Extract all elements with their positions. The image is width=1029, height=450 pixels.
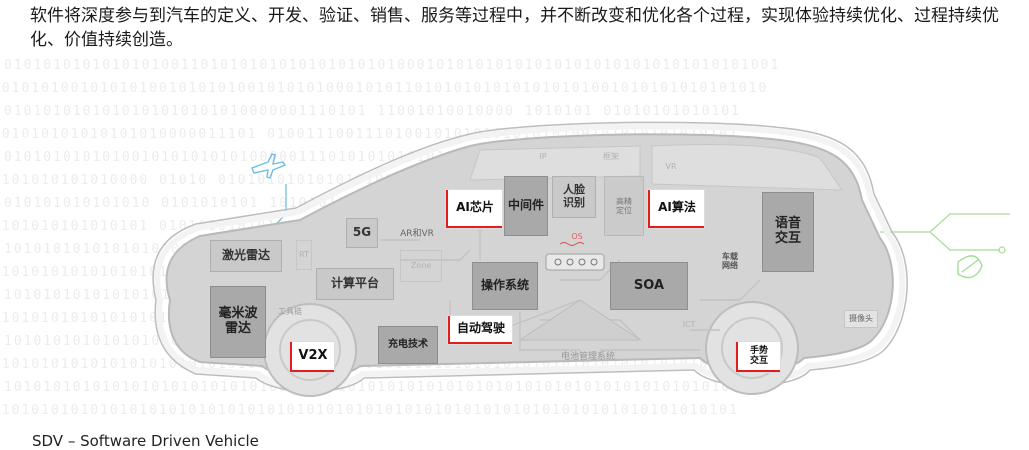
zone-label: Zone	[400, 250, 442, 282]
toolchain-label: 工具链	[278, 307, 302, 317]
binary-row: 1010101001010101001010101001010101000101…	[0, 81, 769, 96]
rt-label: RT	[296, 240, 312, 270]
ict-label: ICT	[682, 320, 696, 330]
5g-box: 5G	[346, 218, 378, 248]
v2x-box: V2X	[290, 342, 334, 372]
mmwave-radar-box: 毫米波 雷达	[210, 286, 266, 358]
ip-label: IP	[539, 152, 547, 162]
os-red-wave	[559, 242, 585, 246]
charging-tech-box: 充电技术	[378, 326, 438, 364]
soa-box: SOA	[610, 262, 688, 310]
binary-row: 0101010101010101010101010000001110101 11…	[4, 104, 741, 119]
binary-row: 0101010101010101001101010101010101010101…	[4, 58, 781, 73]
bms-label: 电池管理系统	[560, 351, 615, 362]
lidar-box: 激光雷达	[210, 240, 282, 272]
voice-interaction-box: 语音 交互	[762, 192, 814, 272]
hd-positioning-box: 高精 定位	[604, 176, 644, 236]
intro-text: 软件将深度参与到汽车的定义、开发、验证、销售、服务等过程中，并不断改变和优化各个…	[30, 6, 999, 50]
compute-platform-box: 计算平台	[316, 268, 394, 300]
middleware-box: 中间件	[504, 176, 548, 236]
ar-vr-label: AR和VR	[400, 228, 434, 239]
autonomous-driving-box: 自动驾驶	[448, 316, 512, 344]
os-label: OS	[571, 232, 583, 242]
leaf-icon	[957, 255, 983, 279]
plane-icon	[251, 153, 287, 179]
ai-chip-box: AI芯片	[446, 190, 502, 228]
binary-row: 0101010101010101010101010101010101010101…	[0, 403, 739, 418]
gesture-interaction-box: 手势 交互	[736, 342, 780, 372]
camera-label: 摄像头	[844, 310, 878, 328]
vr-label: VR	[665, 162, 677, 172]
face-recognition-box: 人脸 识别	[552, 176, 596, 218]
operating-system-box: 操作系统	[472, 262, 538, 310]
connector-chip	[545, 253, 605, 271]
vehicle-network-label: 车载 网络	[722, 251, 738, 270]
ai-algorithm-box: AI算法	[648, 190, 704, 228]
right-circuit-lines	[880, 213, 1010, 254]
footer-caption: SDV – Software Driven Vehicle	[32, 432, 259, 450]
rear-window	[651, 144, 843, 191]
binary-row: 1010101010101010101010101010101010101010…	[4, 380, 751, 395]
framework-label: 框架	[603, 152, 619, 162]
pyramid-shape	[518, 299, 642, 341]
